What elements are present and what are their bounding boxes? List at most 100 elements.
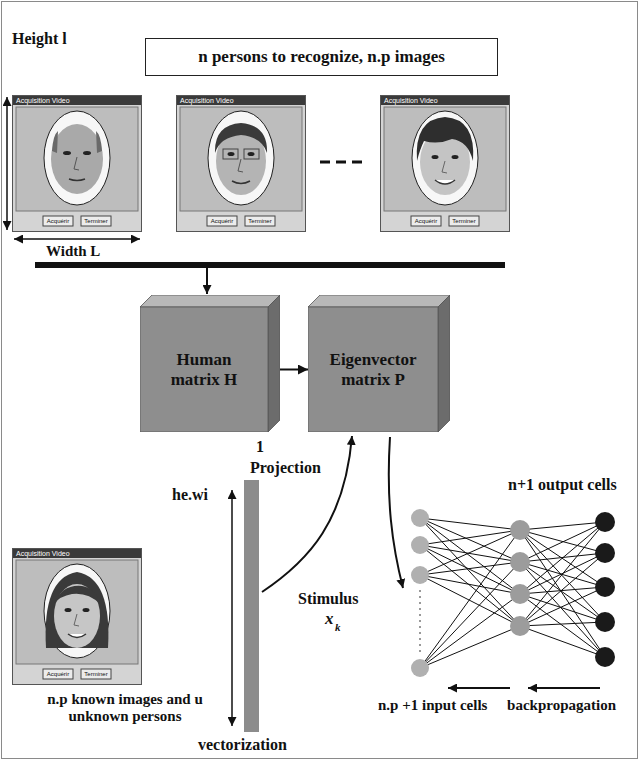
box-face: n persons to recognize, n.p images <box>145 38 498 76</box>
window-title: Acquisition Video <box>384 96 438 105</box>
synapse-line <box>420 530 520 575</box>
face-window <box>13 549 142 685</box>
ellipsis-dots <box>419 590 421 654</box>
neural-network <box>411 509 615 677</box>
face-eye <box>452 155 459 159</box>
face-skin <box>51 124 103 194</box>
synapse-line <box>520 522 605 530</box>
heading-text: n persons to recognize, n.p images <box>198 47 445 67</box>
step-label: vectorization <box>198 736 287 754</box>
button-label: Acquérir <box>207 216 237 226</box>
synapse-line <box>420 518 520 530</box>
synapse-line <box>520 594 605 657</box>
face-eye <box>63 151 71 155</box>
height-arrow <box>6 97 8 230</box>
synapse-line <box>520 522 605 626</box>
output-cell <box>595 577 615 597</box>
vector-length-arrow <box>231 490 233 726</box>
synapse-line <box>420 575 520 626</box>
layer-label: n.p +1 input cells <box>378 697 487 714</box>
button-label: Acquérir <box>43 669 73 679</box>
synapse-line <box>420 545 520 626</box>
button-label: Acquérir <box>43 216 73 226</box>
layer-label: n+1 output cells <box>508 476 617 494</box>
button-label: Terminer <box>449 216 479 226</box>
face-nose <box>238 159 243 172</box>
cube-front-fill <box>140 307 268 432</box>
cube-side <box>438 295 450 432</box>
face-oval <box>44 564 110 658</box>
synapse-line <box>520 626 605 657</box>
input-cell <box>411 536 429 554</box>
cube-front: Human matrix H <box>140 307 268 432</box>
face-eye <box>65 608 72 612</box>
dimension-label: he.wi <box>172 486 208 504</box>
synapse-line <box>520 553 605 626</box>
hidden-cell <box>510 520 530 540</box>
hidden-cell <box>510 616 530 636</box>
face-oval <box>208 111 274 205</box>
synapse-line <box>420 518 520 626</box>
backprop-arrow <box>528 687 600 689</box>
cube-top <box>308 295 450 307</box>
output-cell <box>595 512 615 532</box>
dimension-label: 1 <box>256 438 264 456</box>
button-label: Terminer <box>81 216 111 226</box>
step-label: Projection <box>250 459 321 477</box>
input-cell <box>411 509 429 527</box>
synapse-line <box>520 622 605 626</box>
synapse-line <box>520 562 605 657</box>
face-hair <box>417 117 474 161</box>
face-glasses <box>223 149 238 159</box>
dimension-label: Width L <box>46 243 100 260</box>
face-mouth <box>435 180 455 184</box>
ellipsis-dash <box>320 161 368 164</box>
face-nose <box>74 614 79 626</box>
synapse-line <box>420 626 520 668</box>
window-title: Acquisition Video <box>180 96 234 105</box>
synapse-line <box>420 545 520 562</box>
vector-symbol: x <box>325 609 334 629</box>
face-eye <box>83 151 91 155</box>
face-mouth <box>68 634 86 638</box>
flow-arrow <box>280 369 308 371</box>
synapse-line <box>420 530 520 545</box>
cube-side <box>268 295 280 432</box>
output-cell <box>595 647 615 667</box>
face-window <box>177 96 306 232</box>
face-hair <box>54 586 100 604</box>
cube-front-fill <box>308 307 438 432</box>
note-label: n.p known images and u unknown persons <box>30 691 220 726</box>
synapse-line <box>420 594 520 668</box>
face-window <box>381 96 510 232</box>
stimulus-arrow <box>389 437 403 588</box>
face-picture <box>412 111 478 205</box>
face-oval <box>412 111 478 205</box>
step-label: backpropagation <box>507 697 616 714</box>
synapse-line <box>420 530 520 668</box>
output-cell <box>595 543 615 563</box>
synapse-line <box>520 530 605 657</box>
cube-top <box>140 295 280 307</box>
face-eye <box>83 608 90 612</box>
face-eye <box>248 152 255 156</box>
face-window <box>13 96 142 232</box>
button-label: Terminer <box>81 669 111 679</box>
face-picture <box>44 111 110 205</box>
face-skin <box>54 584 100 648</box>
flow-arrow <box>206 268 208 294</box>
button-label: Terminer <box>245 216 275 226</box>
face-hair <box>52 131 102 153</box>
dimension-label: Height l <box>12 30 67 48</box>
synapse-line <box>520 594 605 622</box>
matrix-box: Eigenvector matrix P <box>308 295 450 432</box>
face-eye <box>228 152 235 156</box>
face-picture <box>44 564 110 658</box>
window-title: Acquisition Video <box>16 549 70 558</box>
synapse-line <box>520 562 605 622</box>
vector-bar <box>244 480 259 732</box>
step-label: Stimulus <box>298 590 358 608</box>
cube-front: Eigenvector matrix P <box>308 307 438 432</box>
matrix-label: Eigenvector matrix P <box>323 350 423 389</box>
